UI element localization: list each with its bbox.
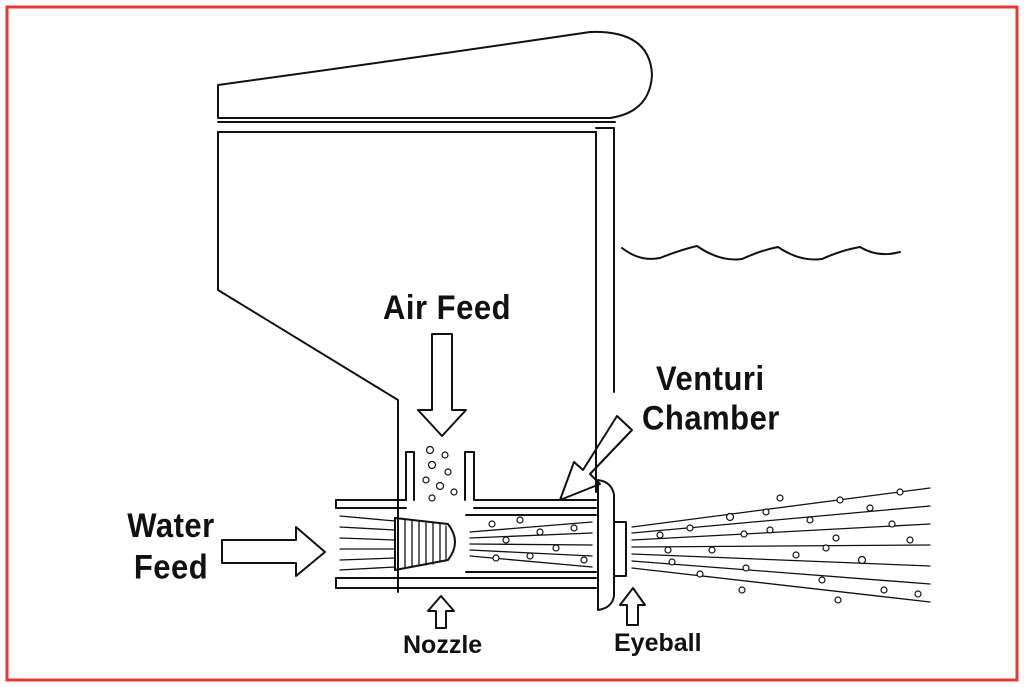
eyeball-label: Eyeball [614, 629, 702, 657]
nozzle-arrow [427, 595, 455, 629]
jet-streamlines [631, 487, 931, 603]
air-tube-left [405, 451, 415, 501]
nozzle-hatching [404, 519, 447, 569]
water-feed-arrow [221, 526, 326, 577]
housing-left-wall [217, 131, 399, 593]
air-tube-right [464, 451, 597, 501]
venturi-chamber-label: Venturi Chamber [642, 358, 780, 435]
venturi-label-line2: Chamber [642, 397, 780, 438]
water-feed-label: Water Feed [127, 508, 215, 584]
air-feed-label: Air Feed [383, 287, 512, 327]
eyeball-arrow [619, 587, 646, 626]
inlet-streamlines [339, 515, 396, 571]
water-label-line2: Feed [133, 547, 209, 587]
venturi-label-line1: Venturi [656, 358, 765, 398]
air-feed-arrow [417, 333, 467, 437]
nozzle-label: Nozzle [403, 631, 483, 659]
eyeball-body [597, 479, 615, 611]
venturi-arrow [559, 415, 633, 501]
nozzle-cone [394, 517, 456, 571]
water-surface-wave [621, 245, 901, 261]
water-label-line1: Water [127, 505, 215, 545]
air-bubbles [422, 445, 922, 604]
top-flange [217, 30, 653, 119]
eyeball-outlet [613, 521, 627, 577]
diagram-frame [5, 5, 1019, 682]
